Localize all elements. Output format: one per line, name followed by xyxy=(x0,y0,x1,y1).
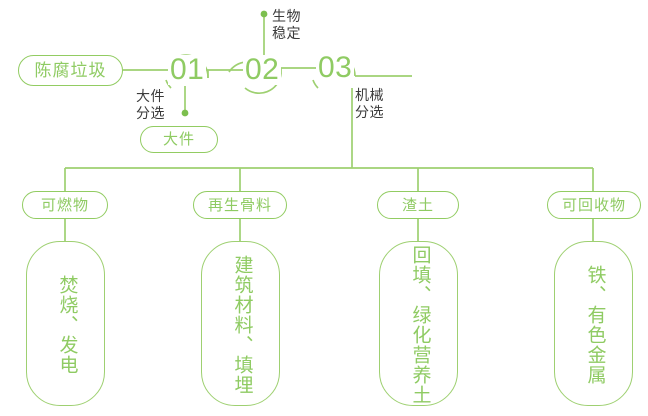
stage-note-01-line1: 大件 xyxy=(136,88,165,104)
output-pill-combustible[interactable]: 可燃物 xyxy=(22,191,108,219)
stage-number-03[interactable]: 03 xyxy=(316,51,355,84)
link-01-to-02 xyxy=(207,62,247,78)
outcome-box-slag-soil[interactable]: 回填、绿化营养土 xyxy=(379,241,458,406)
stage-note-02-bio-stabilization: 生物 稳定 xyxy=(272,8,301,42)
input-pill-label: 陈腐垃圾 xyxy=(34,61,107,80)
outcome-text-combustible: 焚烧、发电 xyxy=(56,274,78,375)
stage-note-01-bulky-sorting: 大件 分选 xyxy=(136,88,165,122)
outcome-text-slag-soil: 回填、绿化营养土 xyxy=(409,244,431,405)
arc-03-bottom xyxy=(312,79,319,89)
output-pill-combustible-label: 可燃物 xyxy=(40,196,89,214)
output-pill-slag-soil-label: 渣土 xyxy=(401,196,434,214)
link-02-to-03 xyxy=(280,60,319,74)
dot-bulky-output xyxy=(181,109,189,117)
output-pill-recyclables[interactable]: 可回收物 xyxy=(547,191,641,219)
outcome-box-combustible[interactable]: 焚烧、发电 xyxy=(26,241,105,406)
input-pill-stale-waste[interactable]: 陈腐垃圾 xyxy=(18,55,123,86)
outcome-box-recycled-aggregate[interactable]: 建筑材料、填埋 xyxy=(201,241,280,406)
outcome-text-recyclables: 铁、有色金属 xyxy=(584,264,606,385)
stage-note-02-line1: 生物 xyxy=(272,8,301,24)
outcome-text-recycled-aggregate: 建筑材料、填埋 xyxy=(231,254,253,395)
stage-note-01-line2: 分选 xyxy=(136,105,165,121)
stage-number-01[interactable]: 01 xyxy=(168,53,207,86)
stage-note-03-mechanical-sorting: 机械 分选 xyxy=(355,87,384,121)
dot-bio-note xyxy=(260,10,268,18)
stage-note-02-line2: 稳定 xyxy=(272,25,301,41)
outcome-box-recyclables[interactable]: 铁、有色金属 xyxy=(554,241,633,406)
output-pill-recycled-aggregate-label: 再生骨料 xyxy=(207,196,272,214)
output-pill-bulky-label: 大件 xyxy=(162,131,195,148)
output-pill-bulky[interactable]: 大件 xyxy=(140,126,218,153)
stage-note-03-line1: 机械 xyxy=(355,87,384,103)
stage-number-02[interactable]: 02 xyxy=(243,53,282,86)
output-pill-recyclables-label: 可回收物 xyxy=(561,196,626,214)
stage-note-03-line2: 分选 xyxy=(355,104,384,120)
output-pill-slag-soil[interactable]: 渣土 xyxy=(377,191,459,219)
output-pill-recycled-aggregate[interactable]: 再生骨料 xyxy=(193,191,287,219)
